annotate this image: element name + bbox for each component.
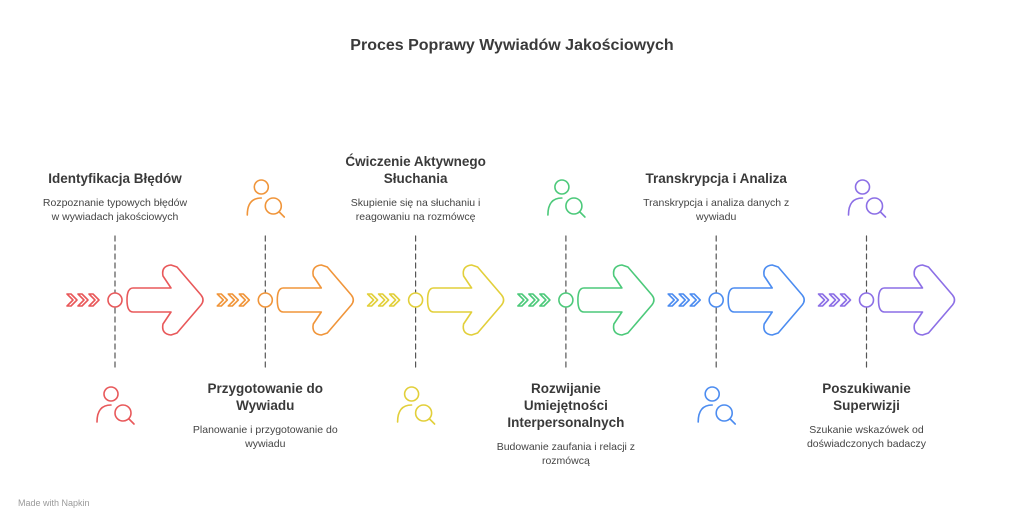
chevron-icon: [839, 293, 852, 307]
step-6-graphic: [817, 179, 956, 369]
chevron-icon: [528, 293, 540, 307]
chevron-icon: [689, 293, 701, 307]
data-flow-chart-icon: [697, 386, 737, 425]
step-title: Identyfikacja Błędów: [48, 171, 182, 186]
arrow-icon: [577, 264, 655, 336]
arrow-icon: [727, 264, 805, 336]
people-laptop-icon: [547, 179, 586, 218]
step-4-text: Rozwijanie Umiejętności Interpersonalnyc…: [491, 380, 641, 468]
chevron-icon: [817, 293, 830, 307]
chevron-icon: [828, 293, 841, 307]
chevron-icon: [216, 293, 229, 307]
step-2-graphic: [216, 179, 355, 369]
arrow-icon: [877, 264, 956, 336]
chevron-icon: [227, 293, 240, 307]
chevron-icon: [517, 293, 529, 307]
step-1-graphic: [66, 235, 204, 425]
step-title: Ćwiczenie Aktywnego Słuchania: [345, 154, 486, 186]
step-description: Transkrypcja i analiza danych z wywiadu: [643, 197, 790, 223]
step-title: Poszukiwanie Superwizji: [822, 381, 911, 413]
chevron-icon: [66, 293, 78, 307]
chevron-icon: [88, 293, 100, 307]
step-title: Przygotowanie do Wywiadu: [207, 381, 324, 413]
step-4-graphic: [517, 179, 655, 369]
step-node: [257, 292, 274, 308]
step-5-graphic: [667, 235, 805, 425]
step-description: Budowanie zaufania i relacji z rozmówcą: [496, 441, 636, 467]
step-description: Skupienie się na słuchaniu i reagowaniu …: [350, 197, 481, 223]
arrow-icon: [276, 264, 355, 336]
chevron-icon: [77, 293, 89, 307]
users-search-icon: [847, 179, 887, 218]
step-title: Rozwijanie Umiejętności Interpersonalnyc…: [507, 381, 625, 430]
chevron-icon: [667, 293, 679, 307]
soundwave-person-icon: [396, 386, 436, 425]
head-search-icon: [246, 179, 286, 218]
step-node: [558, 292, 574, 308]
chevron-icon: [366, 293, 379, 307]
step-node: [107, 292, 123, 308]
chevron-icon: [539, 293, 551, 307]
person-magnifier-icon: [96, 386, 135, 425]
step-node: [858, 292, 875, 308]
arrow-icon: [126, 264, 204, 336]
arrow-icon: [426, 264, 505, 336]
step-node: [407, 292, 424, 308]
step-3-graphic: [366, 235, 505, 425]
step-node: [708, 292, 725, 308]
chevron-icon: [678, 293, 690, 307]
footer-credit: Made with Napkin: [18, 498, 90, 508]
step-description: Szukanie wskazówek od doświadczonych bad…: [806, 424, 927, 450]
step-description: Rozpoznanie typowych błędów w wywiadach …: [42, 197, 188, 223]
chevron-icon: [388, 293, 401, 307]
step-description: Planowanie i przygotowanie do wywiadu: [192, 424, 338, 450]
diagram-title: Proces Poprawy Wywiadów Jakościowych: [350, 37, 674, 54]
step-title: Transkrypcja i Analiza: [645, 171, 787, 186]
chevron-icon: [377, 293, 390, 307]
chevron-icon: [238, 293, 251, 307]
